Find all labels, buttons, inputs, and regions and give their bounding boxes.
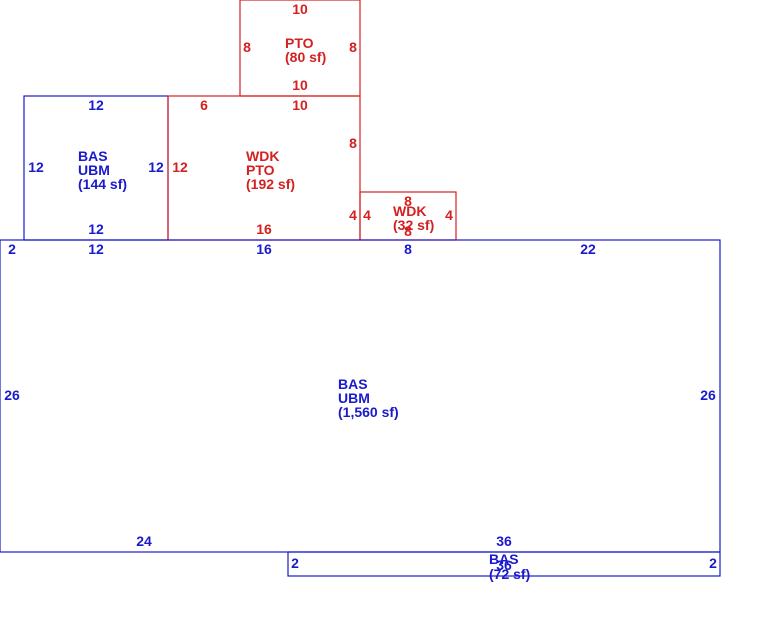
bas-left-dim-left: 12 (28, 159, 44, 175)
wdk-mid-dim-left: 12 (172, 159, 188, 175)
bas-strip-area: (72 sf) (489, 566, 530, 582)
bas-strip-dim-bottom: 36 (496, 557, 512, 573)
bas-left-dim-top: 12 (88, 97, 104, 113)
bas-main-area: (1,560 sf) (338, 404, 399, 420)
bas-main-dim-corner: 2 (8, 241, 16, 257)
bas-strip-dim-right: 2 (709, 555, 717, 571)
pto-top-dim-right: 8 (349, 39, 357, 55)
pto-top-dim-top: 10 (292, 1, 308, 17)
bas-left-dim-bottom: 12 (88, 221, 104, 237)
wdk-mid-dim-top-b: 10 (292, 97, 308, 113)
bas-main-code1: BAS (338, 376, 368, 392)
pto-top-area: (80 sf) (285, 49, 326, 65)
pto-top-code: PTO (285, 35, 314, 51)
bas-strip-code: BAS (489, 551, 519, 567)
wdk-mid-code2: PTO (246, 162, 275, 178)
wdk-mid-dim-top-a: 6 (200, 97, 208, 113)
bas-main-dim-top-b: 16 (256, 241, 272, 257)
area-wdk-mid: WDK PTO (192 sf) 6 10 12 8 4 16 (167, 95, 361, 241)
wdk-small-dim-right: 4 (445, 207, 453, 223)
bas-main-dim-top-a: 12 (88, 241, 104, 257)
wdk-mid-area: (192 sf) (246, 176, 295, 192)
wdk-small-area: (32 sf) (393, 217, 434, 233)
bas-strip-dim-top: 36 (496, 533, 512, 549)
bas-left-code1: BAS (78, 148, 108, 164)
bas-left-dim-right: 12 (148, 159, 164, 175)
area-bas-main: BAS UBM (1,560 sf) 2 12 16 8 22 26 26 24 (0, 239, 721, 553)
wdk-mid-code1: WDK (246, 148, 279, 164)
area-pto-top: PTO (80 sf) 10 8 8 10 (239, 0, 361, 97)
pto-top-dim-bottom: 10 (292, 77, 308, 93)
bas-main-dim-right: 26 (700, 387, 716, 403)
wdk-mid-dim-right-low: 4 (349, 207, 357, 223)
bas-strip-dim-left: 2 (291, 555, 299, 571)
bas-main-dim-left: 26 (4, 387, 20, 403)
bas-main-dim-top-c: 8 (404, 241, 412, 257)
area-bas-strip: 36 BAS 36 (72 sf) 2 2 (287, 533, 721, 582)
wdk-small-code: WDK (393, 203, 426, 219)
bas-left-area: (144 sf) (78, 176, 127, 192)
bas-main-dim-top-d: 22 (580, 241, 596, 257)
wdk-small-dim-bottom: 8 (404, 223, 412, 239)
area-bas-left: BAS UBM (144 sf) 12 12 12 12 (23, 95, 169, 241)
wdk-mid-dim-right: 8 (349, 135, 357, 151)
wdk-small-dim-left: 4 (363, 207, 371, 223)
wdk-small-dim-top: 8 (404, 193, 412, 209)
bas-left-code2: UBM (78, 162, 110, 178)
bas-main-code2: UBM (338, 390, 370, 406)
pto-top-dim-left: 8 (243, 39, 251, 55)
bas-main-dim-bottom: 24 (136, 533, 152, 549)
bas-strip-outline (287, 551, 721, 577)
wdk-mid-dim-bottom: 16 (256, 221, 272, 237)
area-wdk-small: 8 WDK 8 (32 sf) 4 4 (359, 191, 457, 241)
